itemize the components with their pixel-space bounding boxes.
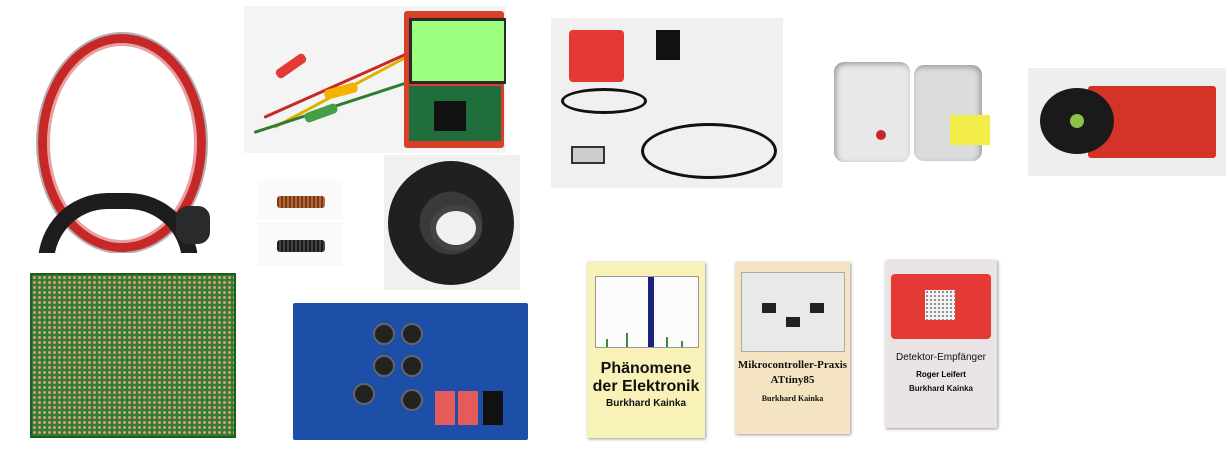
book-title-line: ATtiny85 [770,374,815,386]
choke [483,391,503,425]
microcontroller-kit-image[interactable] [551,18,783,188]
book-title-line: Mikrocontroller-Praxis [737,359,848,371]
spectrum-peak [648,277,654,347]
clip-red [274,52,308,80]
capacitor [401,323,423,345]
inductor-image-ferrite[interactable] [257,222,343,266]
book-title-line: der Elektronik [592,378,700,395]
spectrum-bar [626,333,628,347]
antenna-knob [176,206,210,244]
disc-center [430,205,482,251]
inductor-image-copper[interactable] [257,180,343,220]
book-author: Burkhard Kainka [605,398,687,409]
loop-antenna-image[interactable] [28,28,218,253]
ic-symbol [786,317,800,327]
buzzer-board-image[interactable] [1028,68,1226,176]
book-mikrocontroller-praxis[interactable]: Mikrocontroller-Praxis ATtiny85 Burkhard… [735,262,850,434]
socket-led [876,130,886,140]
kit-cable-small [561,88,647,114]
piezo-buzzer [1040,88,1114,154]
copper-coil [277,196,325,208]
spectrum-bar [681,341,683,347]
tester-lcd [409,18,506,84]
book-title: Detektor-Empfänger [895,352,987,363]
kit-board [569,30,624,82]
relay [435,391,455,425]
capacitor [353,383,375,405]
socket-label [950,115,990,145]
capacitor [401,389,423,411]
book-detektor-empfaenger[interactable]: Detektor-Empfänger Roger Leifert Burkhar… [885,260,997,428]
book-title: Phänomene der Elektronik [587,360,705,396]
spectrum-picture [595,276,699,348]
ferrite-disc-image[interactable] [384,155,520,290]
circuit-diagram-picture [741,272,845,352]
book-author: Burkhard Kainka [908,384,974,393]
capacitor [373,323,395,345]
relay [458,391,478,425]
perfboard-image[interactable] [30,273,236,438]
book-author: Burkhard Kainka [761,394,824,403]
ic-symbol [810,303,824,313]
capacitor [401,355,423,377]
component-tester-image[interactable] [244,6,506,153]
clip-green [303,102,339,124]
book-phaenomene[interactable]: Phänomene der Elektronik Burkhard Kainka [587,262,705,438]
filter-board-image[interactable] [293,303,528,440]
socket-front [834,62,910,162]
socket-side [914,65,990,161]
ic-symbol [762,303,776,313]
kit-cable-usb [641,123,777,179]
usb-plug [571,146,605,164]
book-title-line: Phänomene [600,360,692,377]
book-coauthor: Roger Leifert [916,370,966,379]
spectrum-bar [606,339,608,347]
smart-socket-image[interactable] [832,50,992,165]
ferrite-coil [277,240,325,252]
capacitor [373,355,395,377]
spectrum-bar [666,337,668,347]
book-title: Mikrocontroller-Praxis ATtiny85 [735,358,850,388]
zif-socket [434,101,466,131]
board-photo [891,274,991,339]
kit-chip [656,30,680,60]
